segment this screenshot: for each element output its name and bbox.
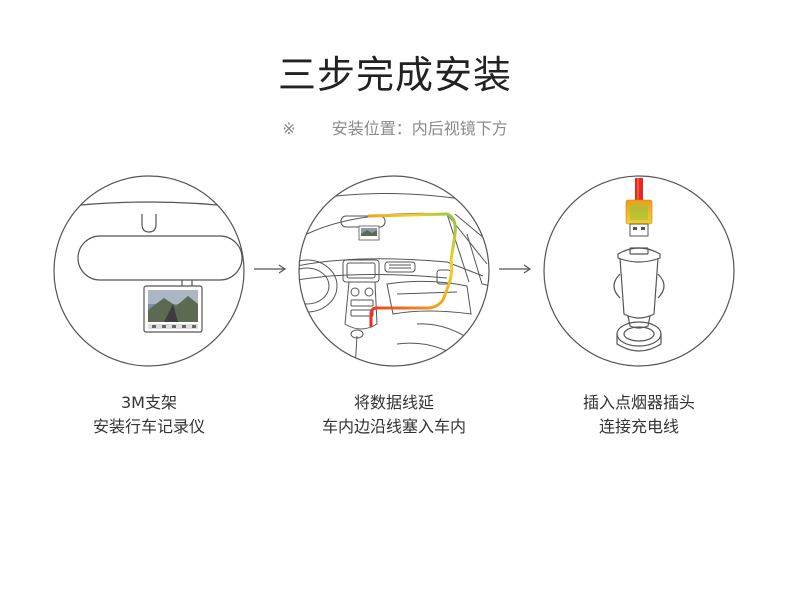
step-3-caption: 插入点烟器插头 连接充电线 bbox=[539, 391, 739, 439]
step-2-car-interior-illustration bbox=[298, 175, 490, 367]
step-1-mirror-illustration bbox=[53, 175, 245, 367]
page-title: 三步完成安装 bbox=[277, 53, 512, 97]
step-3-line-2: 连接充电线 bbox=[598, 417, 679, 436]
cable-route bbox=[367, 212, 457, 328]
step-3-line-1: 插入点烟器插头 bbox=[582, 393, 695, 412]
step-1-caption: 3M支架 安装行车记录仪 bbox=[49, 391, 249, 439]
arrow-right-icon bbox=[499, 264, 532, 274]
step-2-caption: 将数据线延 车内边沿线塞入车内 bbox=[294, 391, 494, 439]
step-1-line-1: 3M支架 bbox=[121, 393, 177, 412]
arrow-right-icon bbox=[254, 264, 287, 274]
step-3-car-charger-illustration bbox=[543, 175, 735, 367]
note-mark: ※ bbox=[282, 119, 296, 138]
note-text: 安装位置：内后视镜下方 bbox=[331, 119, 508, 138]
step-1-line-2: 安装行车记录仪 bbox=[92, 417, 205, 436]
dashcam-icon bbox=[358, 225, 380, 241]
dashcam-icon bbox=[143, 285, 203, 333]
step-2-line-1: 将数据线延 bbox=[353, 393, 434, 412]
step-2-line-2: 车内边沿线塞入车内 bbox=[321, 417, 466, 436]
installation-note: ※ 安装位置：内后视镜下方 bbox=[0, 121, 790, 137]
